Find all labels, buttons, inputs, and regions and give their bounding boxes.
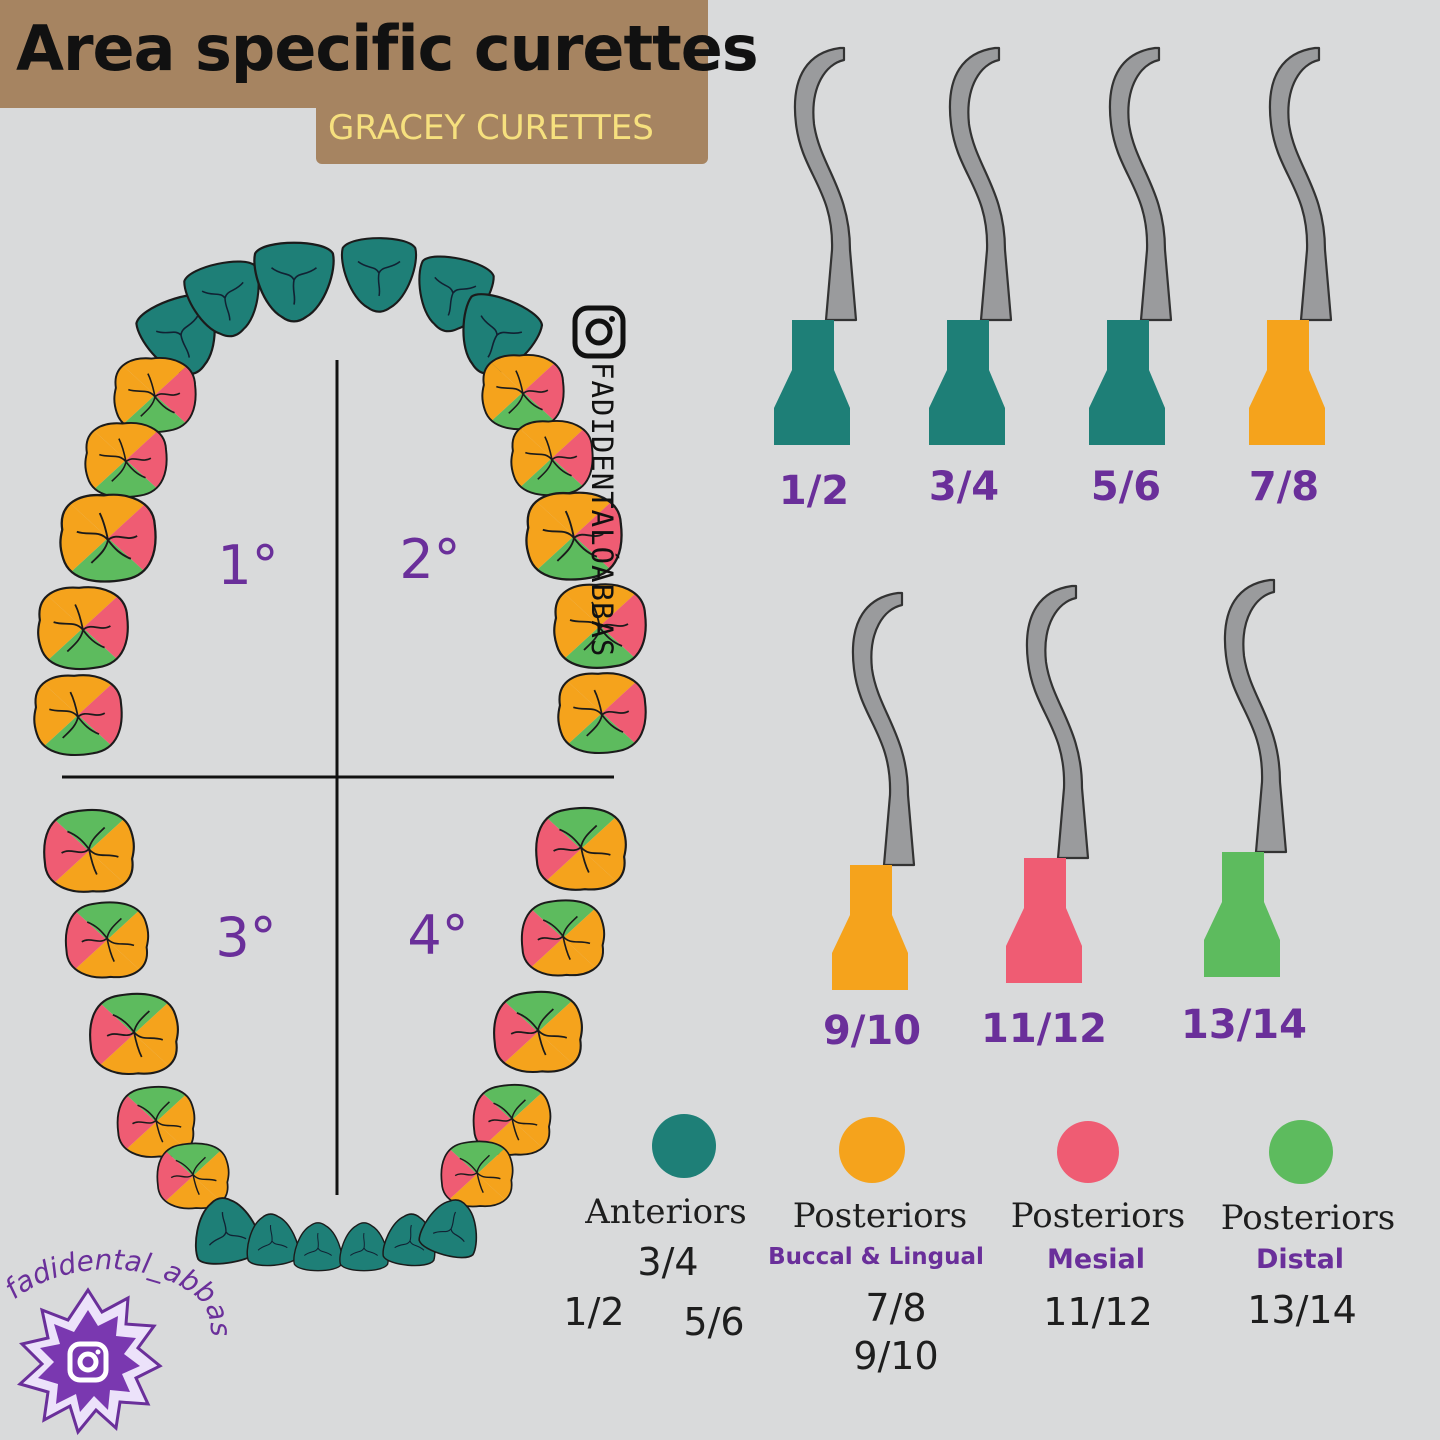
curette-label-9-10: 9/10 bbox=[823, 1008, 921, 1054]
upper-right-posterior-teeth bbox=[470, 343, 660, 765]
curette-1-2 bbox=[774, 46, 858, 445]
curette-label-13-14: 13/14 bbox=[1181, 1002, 1307, 1048]
page-subtitle: GRACEY CURETTES bbox=[328, 108, 654, 148]
legend-number: 5/6 bbox=[683, 1300, 745, 1344]
legend-title-buccal-lingual: Posteriors bbox=[792, 1196, 968, 1236]
vertical-handle: FADIDENTALÓABBAS bbox=[585, 362, 619, 657]
quadrant-3-label: 3° bbox=[215, 906, 276, 969]
title-banner: Area specific curettes bbox=[0, 0, 759, 108]
legend-title-anteriors: Anteriors bbox=[585, 1192, 747, 1232]
quadrant-1-label: 1° bbox=[217, 534, 278, 597]
lower-left-posterior-teeth bbox=[30, 797, 240, 1219]
curette-label-11-12: 11/12 bbox=[981, 1006, 1107, 1052]
legend-swatch-buccal-lingual bbox=[839, 1117, 905, 1183]
legend-sub-buccal-lingual: Buccal & Lingual bbox=[768, 1244, 984, 1270]
lower-right-posterior-teeth bbox=[430, 795, 640, 1217]
legend-swatch-distal bbox=[1269, 1120, 1333, 1184]
legend-number: 9/10 bbox=[853, 1334, 939, 1378]
legend-sub-mesial: Mesial bbox=[1047, 1244, 1145, 1275]
curette-7-8 bbox=[1249, 46, 1333, 445]
subtitle-banner: GRACEY CURETTES bbox=[316, 100, 708, 164]
page-title: Area specific curettes bbox=[16, 12, 759, 85]
lower-anterior-teeth bbox=[186, 1191, 488, 1272]
curette-handle bbox=[774, 320, 850, 445]
curette-label-7-8: 7/8 bbox=[1249, 464, 1319, 510]
upper-anterior-teeth bbox=[130, 237, 548, 389]
legend-number: 7/8 bbox=[865, 1286, 927, 1330]
curette-9-10 bbox=[832, 591, 916, 990]
legend-number: 1/2 bbox=[563, 1290, 625, 1334]
curette-label-3-4: 3/4 bbox=[929, 464, 999, 510]
curette-5-6 bbox=[1089, 46, 1173, 445]
legend-swatch-anteriors bbox=[652, 1114, 716, 1178]
instagram-icon bbox=[572, 305, 626, 359]
legend-swatch-mesial bbox=[1057, 1121, 1119, 1183]
curette-13-14 bbox=[1204, 578, 1288, 977]
legend-number: 13/14 bbox=[1247, 1288, 1357, 1332]
curette-11-12 bbox=[1006, 584, 1090, 983]
watermark-logo bbox=[16, 1287, 163, 1436]
upper-left-posterior-teeth bbox=[21, 346, 209, 767]
legend-title-mesial: Posteriors bbox=[1010, 1196, 1186, 1236]
quadrant-4-label: 4° bbox=[407, 904, 468, 967]
legend-number: 11/12 bbox=[1043, 1290, 1153, 1334]
curette-label-1-2: 1/2 bbox=[779, 468, 849, 514]
curette-3-4 bbox=[929, 46, 1013, 445]
quadrant-2-label: 2° bbox=[399, 528, 460, 591]
curette-label-5-6: 5/6 bbox=[1091, 464, 1161, 510]
legend-title-distal: Posteriors bbox=[1220, 1198, 1396, 1238]
legend-sub-distal: Distal bbox=[1255, 1244, 1345, 1275]
legend-number: 3/4 bbox=[637, 1240, 699, 1284]
